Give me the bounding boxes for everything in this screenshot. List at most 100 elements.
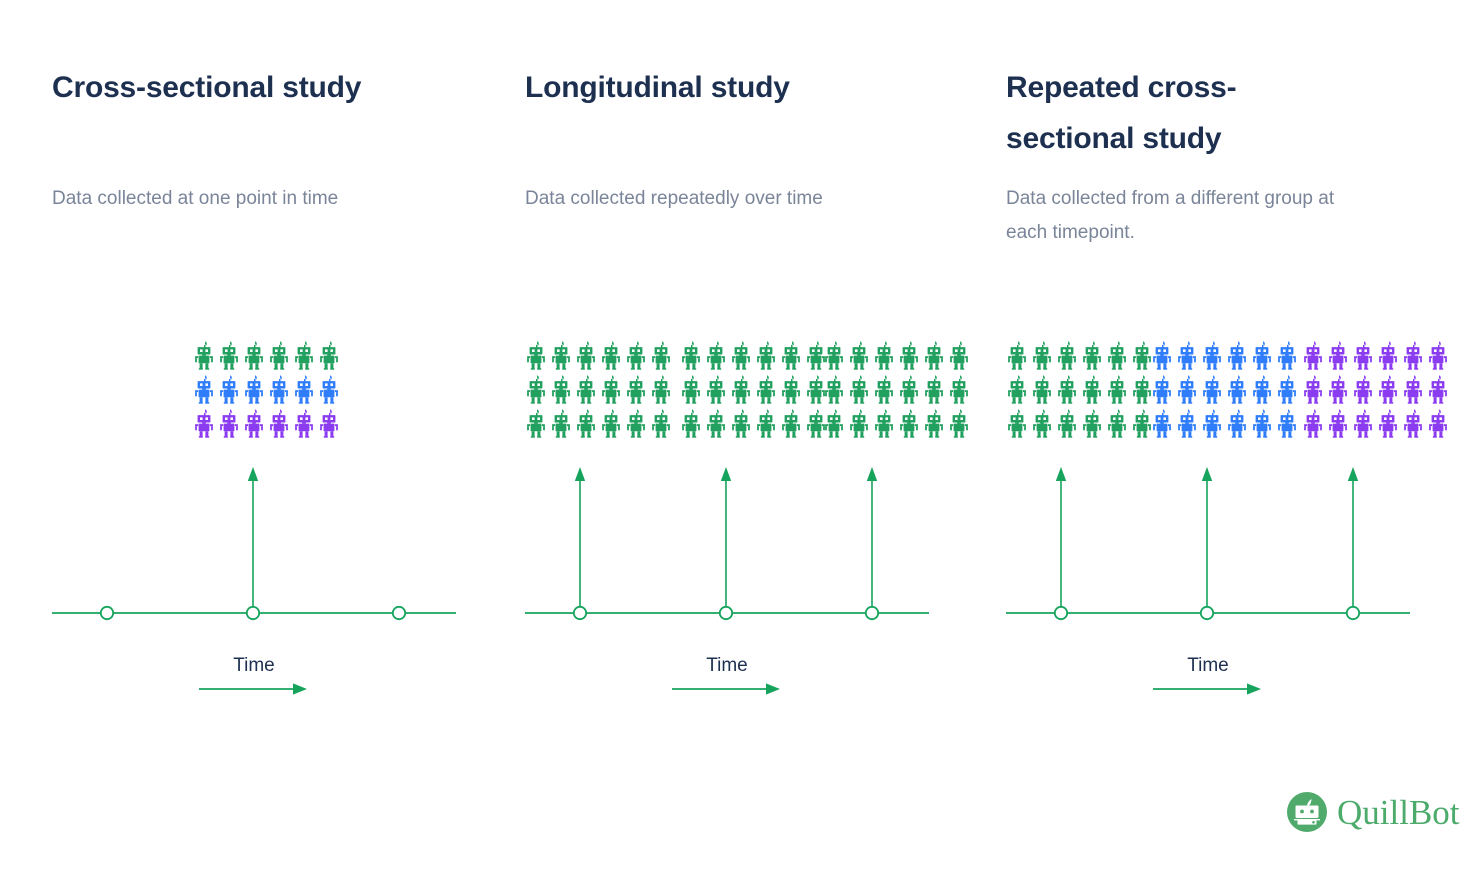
robot-person-icon: [270, 409, 288, 438]
robot-person-icon: [825, 341, 843, 370]
robot-person: [1402, 408, 1424, 438]
robot-person-icon: [1228, 409, 1246, 438]
robot-person-icon: [652, 375, 670, 404]
robot-person-icon: [925, 375, 943, 404]
robot-person-icon: [195, 409, 213, 438]
panel-subtitle: Data collected from a different group at…: [1006, 188, 1335, 243]
robot-person-icon: [950, 375, 968, 404]
robot-person: [1006, 340, 1028, 370]
robot-person: [823, 408, 845, 438]
robot-person-icon: [1058, 409, 1076, 438]
robot-person: [923, 340, 945, 370]
panel-heading: Cross-sectional study: [52, 71, 362, 104]
robot-person-icon: [1108, 409, 1126, 438]
robot-person: [680, 340, 702, 370]
panel-subtitle: Data collected repeatedly over time: [525, 188, 823, 209]
robot-groups: [52, 340, 512, 445]
robot-person: [1251, 374, 1273, 404]
robot-person: [948, 408, 970, 438]
robot-person: [730, 408, 752, 438]
robot-person-icon: [1178, 409, 1196, 438]
robot-person-icon: [1008, 375, 1026, 404]
robot-person: [805, 340, 827, 370]
robot-person: [1251, 340, 1273, 370]
robot-person-icon: [682, 375, 700, 404]
robot-person-icon: [602, 341, 620, 370]
robot-person: [268, 374, 290, 404]
robot-person: [848, 374, 870, 404]
robot-person-icon: [1253, 409, 1271, 438]
robot-person: [780, 408, 802, 438]
robot-person-icon: [1083, 341, 1101, 370]
robot-person-icon: [552, 409, 570, 438]
robot-person-icon: [875, 409, 893, 438]
robot-person-icon: [577, 409, 595, 438]
robot-person: [1031, 340, 1053, 370]
robot-person: [1327, 374, 1349, 404]
robot-person: [1201, 374, 1223, 404]
robot-person: [1106, 408, 1128, 438]
robot-person-icon: [1033, 341, 1051, 370]
robot-person-icon: [320, 375, 338, 404]
robot-person: [1226, 340, 1248, 370]
robot-person-icon: [825, 409, 843, 438]
robot-person: [293, 340, 315, 370]
arrow-right-icon: [1153, 683, 1261, 695]
robot-person-icon: [782, 409, 800, 438]
robot-person: [525, 408, 547, 438]
robot-person: [1006, 374, 1028, 404]
robot-person: [805, 374, 827, 404]
robot-groups: [1006, 340, 1466, 445]
robot-person: [1201, 408, 1223, 438]
robot-person: [1106, 374, 1128, 404]
robot-person-icon: [950, 409, 968, 438]
robot-person: [823, 340, 845, 370]
robot-person: [705, 408, 727, 438]
robot-person: [218, 408, 240, 438]
robot-person: [1106, 340, 1128, 370]
robot-person-icon: [195, 341, 213, 370]
robot-person: [848, 340, 870, 370]
robot-person-icon: [925, 409, 943, 438]
robot-group: [1302, 340, 1449, 442]
robot-person-icon: [295, 341, 313, 370]
robot-group: [823, 340, 970, 442]
robot-person-icon: [577, 341, 595, 370]
robot-person: [730, 340, 752, 370]
robot-person: [1081, 340, 1103, 370]
robot-person-icon: [1033, 375, 1051, 404]
robot-person: [218, 340, 240, 370]
timeline: [52, 465, 512, 630]
robot-person: [1176, 374, 1198, 404]
robot-person-icon: [295, 375, 313, 404]
robot-person-icon: [245, 409, 263, 438]
robot-person: [1302, 340, 1324, 370]
time-direction-arrow: [1006, 682, 1410, 696]
robot-person-icon: [1178, 375, 1196, 404]
robot-person-icon: [1404, 341, 1422, 370]
robot-person: [1276, 340, 1298, 370]
robot-person: [1302, 374, 1324, 404]
robot-person: [873, 374, 895, 404]
robot-person: [873, 408, 895, 438]
robot-person: [243, 408, 265, 438]
robot-person-icon: [1304, 341, 1322, 370]
robot-person-icon: [1203, 375, 1221, 404]
robot-person: [730, 374, 752, 404]
robot-person: [898, 408, 920, 438]
robot-person: [193, 340, 215, 370]
robot-person: [600, 408, 622, 438]
robot-person: [823, 374, 845, 404]
robot-person-icon: [602, 409, 620, 438]
time-axis-label: Time: [233, 655, 275, 676]
robot-person: [923, 374, 945, 404]
robot-person: [948, 340, 970, 370]
robot-group: [680, 340, 827, 442]
robot-person: [898, 340, 920, 370]
robot-person-icon: [1379, 375, 1397, 404]
robot-person-icon: [270, 341, 288, 370]
robot-person-icon: [1153, 375, 1171, 404]
robot-group: [1151, 340, 1298, 442]
arrow-right-icon: [199, 683, 307, 695]
robot-person: [1056, 340, 1078, 370]
